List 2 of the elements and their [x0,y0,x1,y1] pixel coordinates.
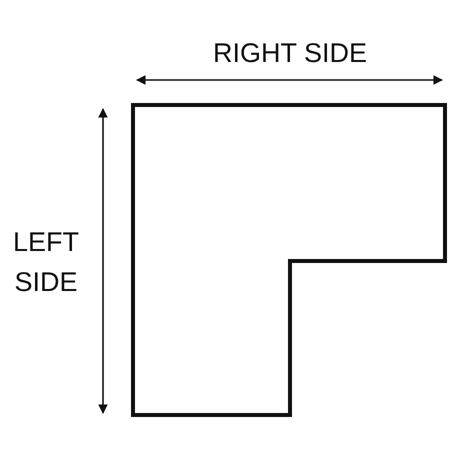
dimension-label: RIGHT SIDE [212,37,368,70]
dimension-label: LEFT SIDE [12,226,80,299]
